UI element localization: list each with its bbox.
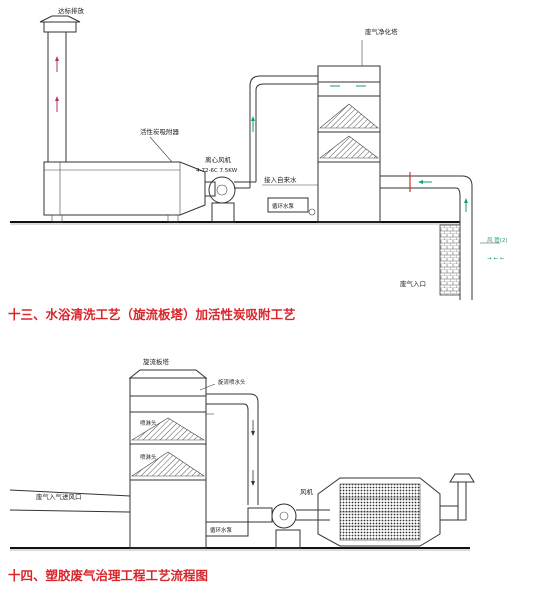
inlet2-label: 废气入气进风口 bbox=[36, 492, 82, 501]
stream-b-label: → ← ← bbox=[487, 256, 505, 262]
stream-a-label: 风 管(2) bbox=[487, 236, 508, 244]
pump2-label: 循环水泵 bbox=[210, 526, 233, 534]
fan-label: 离心风机 bbox=[205, 155, 232, 164]
centrifugal-fan bbox=[204, 176, 256, 223]
nozzle2-label: 喷淋头 bbox=[140, 453, 157, 461]
caption-2: 十四、塑胶废气治理工程工艺流程图 bbox=[8, 568, 209, 583]
pump-2 bbox=[205, 521, 249, 537]
fan-spec: 4-72-6C 7.5KW bbox=[196, 168, 238, 174]
fan2-label: 风机 bbox=[300, 487, 314, 496]
chimney-label: 达标排放 bbox=[58, 6, 85, 15]
scrubber-tower-1 bbox=[317, 65, 381, 223]
tower-label: 废气净化塔 bbox=[365, 27, 398, 36]
water-label: 接入自来水 bbox=[264, 175, 297, 184]
diagram-1: 达标排放 活性炭吸附器 离心风机 4-72-6C 7.5KW bbox=[10, 6, 508, 300]
spray-label: 旋流喷水头 bbox=[218, 378, 246, 386]
outlet-chimney-2 bbox=[440, 473, 475, 521]
nozzle1-label: 喷淋头 bbox=[140, 419, 157, 427]
diagram-2: 旋流板塔 喷淋头 喷淋头 旋流喷水头 废气入气进风口 循环水泵 bbox=[9, 357, 475, 551]
scrubber-tower-2 bbox=[128, 369, 214, 549]
water-pump bbox=[262, 184, 318, 216]
inlet-duct-2 bbox=[9, 489, 131, 513]
duct-2 bbox=[206, 393, 259, 505]
inlet-label: 废气入口 bbox=[400, 279, 426, 288]
chimney bbox=[39, 15, 81, 163]
fan-2 bbox=[247, 503, 330, 549]
carbon-adsorber-label: 活性炭吸附器 bbox=[140, 127, 180, 136]
pump-label: 循环水泵 bbox=[272, 202, 295, 210]
caption-1: 十三、水浴清洗工艺（旋流板塔）加活性炭吸附工艺 bbox=[8, 307, 296, 322]
duct-1 bbox=[249, 75, 318, 188]
carbon-adsorber bbox=[43, 161, 206, 223]
tower2-label: 旋流板塔 bbox=[143, 357, 170, 366]
inlet-duct-1 bbox=[380, 172, 473, 300]
carbon-adsorber-2 bbox=[317, 477, 441, 547]
